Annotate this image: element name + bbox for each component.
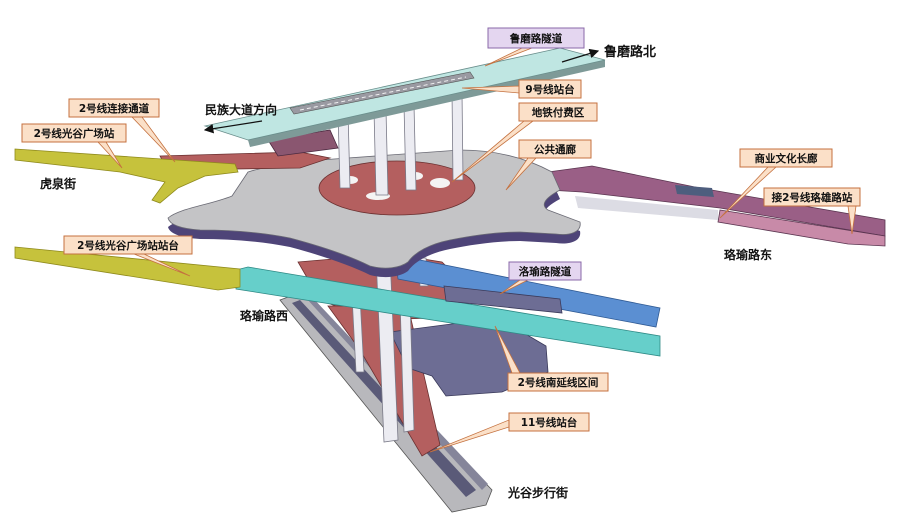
callout-label: 接2号线珞雄路站 [772,191,853,204]
callout-box [518,79,582,99]
corridor-lower-strip [717,209,886,247]
callout-box [487,27,585,49]
lumo-road-north-arrow [561,48,600,63]
callout-line2-south-extension: 2号线南延线区间 [507,372,609,392]
callout-line2-guanggu-station: 2号线光谷广场站 [21,123,127,143]
callout-metro-paid-area: 地铁付费区 [518,102,598,122]
callout-luoyu-road-tunnel: 洛瑜路隧道 [508,261,582,281]
callout-label: 鲁磨路隧道 [509,32,563,45]
tube-top [203,47,606,141]
column-upper-4 [451,91,464,181]
corridor-floor [575,196,718,220]
callout-box [21,123,127,143]
line9-train [289,71,475,115]
callout-label: 2号线光谷广场站站台 [77,239,179,252]
paid-area-floor [318,160,476,216]
callout-commercial-corridor: 商业文化长廊 [739,148,833,168]
callout-line11-platform: 11号线站台 [508,412,590,432]
skylight [430,178,450,188]
callout-label: 2号线光谷广场站 [34,127,115,140]
callout-label: 地铁付费区 [532,106,585,119]
callout-to-line2-luoxiong: 接2号线珞雄路站 [763,187,861,207]
lumo-road-tunnel-tube [203,47,606,147]
callout-label: 9号线站台 [525,83,574,96]
label-guanggu-pedestrian-street: 光谷步行街 [507,485,568,500]
callout-line2-connector: 2号线连接通道 [68,98,160,118]
tube-underside [248,60,605,147]
line2-platform-band [14,246,241,291]
label-luoyu-road-east: 珞瑜路东 [724,247,772,262]
minzu-avenue-arrow [203,120,263,134]
pointer-line2-connector [131,116,176,163]
line2-station-band [14,148,239,204]
label-luoyu-road-west: 珞瑜路西 [240,308,288,323]
callout-box [518,139,592,159]
callout-box [63,235,193,255]
callout-box [763,187,861,207]
tunnel-slab [443,285,563,314]
callout-label: 洛瑜路隧道 [519,265,572,278]
commercial-corridor [547,165,886,247]
callout-box [518,102,598,122]
callout-public-concourse: 公共通廊 [518,139,592,159]
callout-label: 11号线站台 [521,416,578,429]
column-upper-3 [403,104,417,191]
label-lumo-road-north: 鲁磨路北 [604,44,656,60]
callout-label: 2号线连接通道 [79,102,150,115]
callout-label: 公共通廊 [534,143,576,156]
column-upper-2 [373,109,389,196]
callout-box [508,261,582,281]
callout-line9-platform: 9号线站台 [518,79,582,99]
callout-label: 2号线南延线区间 [518,376,599,389]
corridor-block [675,185,714,197]
callout-box [739,148,833,168]
callout-lumo-road-tunnel: 鲁磨路隧道 [487,27,585,49]
callout-box [508,412,590,432]
callout-label: 商业文化长廊 [755,152,818,165]
label-huquan-street: 虎泉街 [40,176,76,191]
label-minzu-avenue: 民族大道方向 [205,102,277,117]
upper-columns [337,91,464,196]
callout-line2-guanggu-platform: 2号线光谷广场站站台 [63,235,193,255]
train-windows [299,76,467,111]
callout-box [507,372,609,392]
callout-box [68,98,160,118]
